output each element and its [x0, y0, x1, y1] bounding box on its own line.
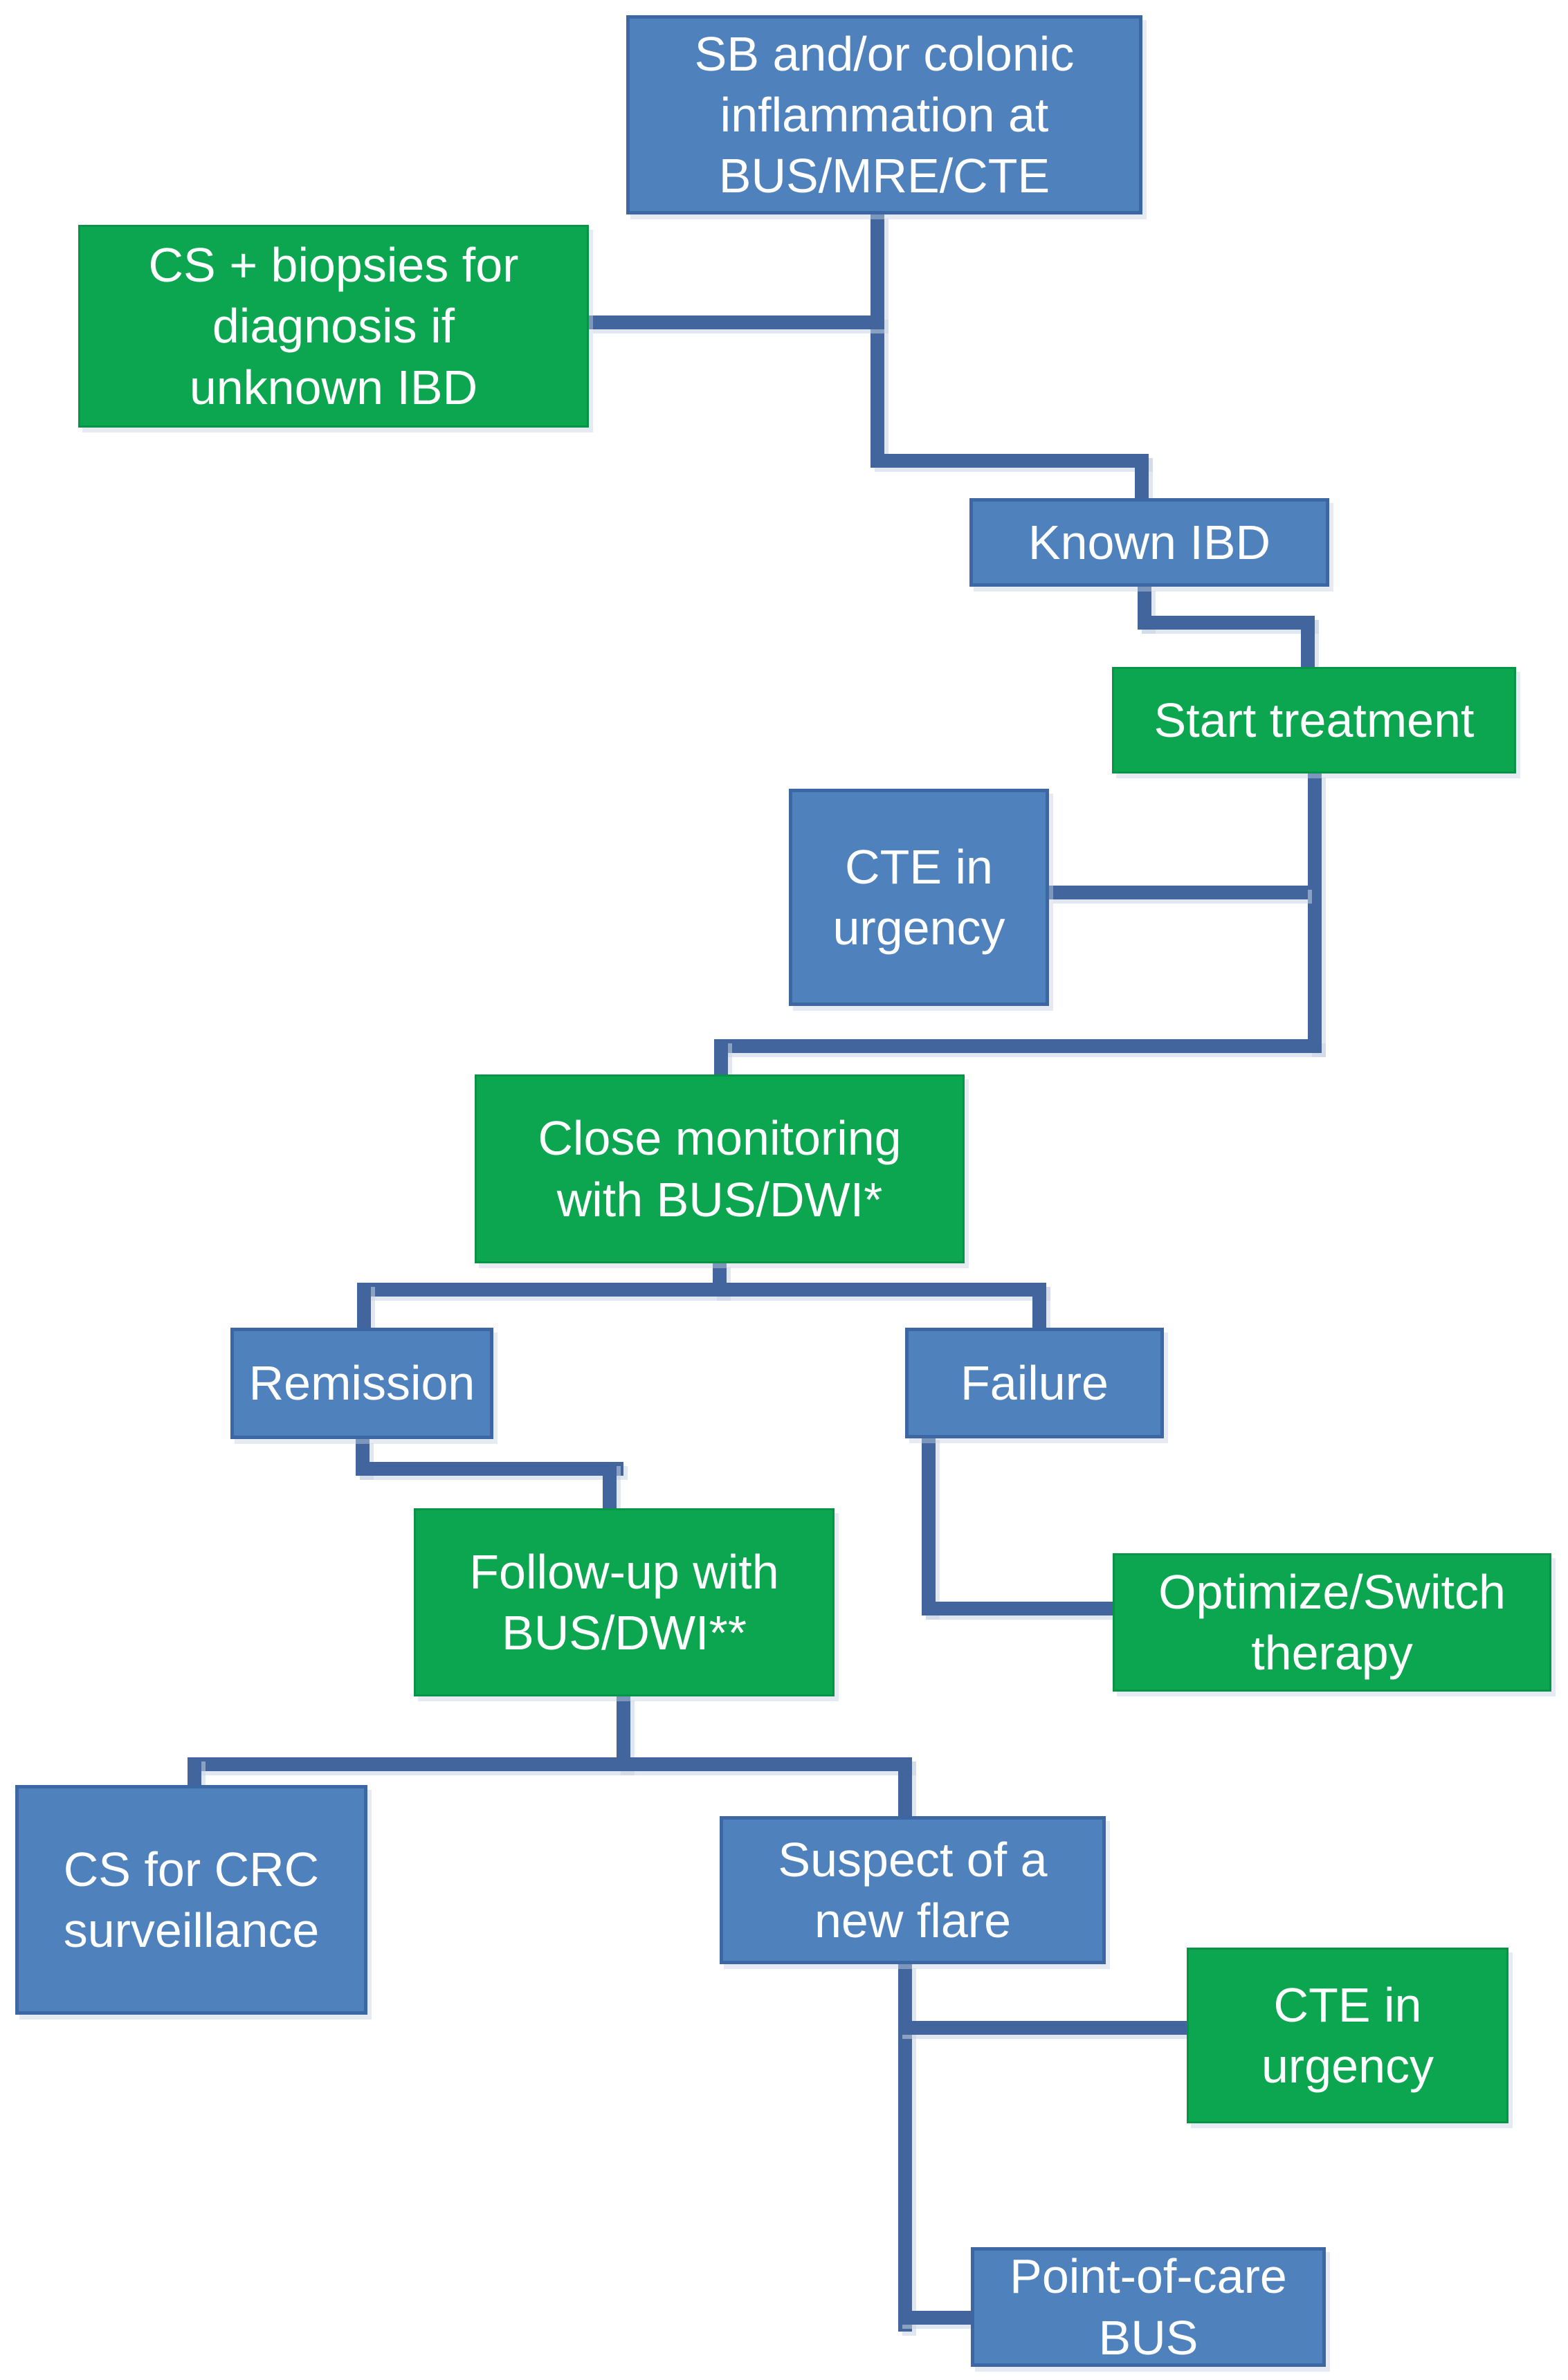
- connector-cs-biopsies-to-trunk: [589, 315, 884, 329]
- connector-cte1-to-trunk: [1049, 886, 1308, 899]
- node-sb-colonic-inflammation: SB and/or colonic inflammation at BUS/MR…: [626, 15, 1142, 214]
- node-close-monitoring: Close monitoring with BUS/DWI*: [475, 1074, 965, 1263]
- connector-split-bar-crc-flare: [188, 1757, 912, 1771]
- node-failure: Failure: [905, 1328, 1164, 1438]
- node-optimize-switch: Optimize/Switch therapy: [1113, 1553, 1551, 1692]
- node-cs-crc-surveillance: CS for CRC surveillance: [15, 1785, 367, 2015]
- connector-remission-elbow-right: [356, 1462, 623, 1476]
- connector-stub-into-cs-crc: [188, 1757, 201, 1785]
- node-start-treatment: Start treatment: [1112, 667, 1516, 774]
- connector-stub-into-failure: [1032, 1283, 1046, 1328]
- connector-split-bar-remission-failure: [357, 1283, 1046, 1297]
- connector-known-ibd-elbow-right: [1138, 616, 1315, 630]
- node-point-of-care-bus: Point-of-care BUS: [971, 2247, 1326, 2367]
- node-cs-biopsies: CS + biopsies for diagnosis if unknown I…: [78, 225, 589, 428]
- connector-branch-to-cte2: [898, 2021, 1187, 2035]
- node-known-ibd: Known IBD: [969, 498, 1329, 587]
- connector-follow-up-down: [617, 1696, 630, 1771]
- connector-trunk-elbow-right: [870, 454, 1149, 468]
- connector-stub-into-start-treatment: [1301, 616, 1315, 668]
- connector-failure-to-optimize: [922, 1602, 1113, 1615]
- node-follow-up: Follow-up with BUS/DWI**: [414, 1508, 835, 1696]
- connector-stub-into-suspect-flare: [898, 1757, 912, 1816]
- connector-suspect-flare-down: [898, 1964, 912, 2332]
- connector-branch-to-point-of-care-bus: [898, 2311, 971, 2325]
- connector-stub-into-close-monitoring: [714, 1039, 728, 1074]
- connector-trunk-down-from-top: [870, 214, 884, 461]
- node-remission: Remission: [230, 1328, 493, 1439]
- connector-trunk2-elbow-left: [714, 1039, 1322, 1053]
- node-cte-in-urgency-2: CTE in urgency: [1187, 1948, 1508, 2123]
- connector-stub-into-follow-up: [603, 1462, 617, 1508]
- connector-stub-into-known-ibd: [1135, 454, 1149, 500]
- connector-stub-into-remission: [357, 1283, 371, 1328]
- connector-start-treatment-down: [1308, 774, 1322, 1053]
- connector-failure-down: [922, 1436, 936, 1615]
- node-cte-in-urgency-1: CTE in urgency: [789, 789, 1049, 1006]
- node-suspect-new-flare: Suspect of a new flare: [720, 1816, 1106, 1964]
